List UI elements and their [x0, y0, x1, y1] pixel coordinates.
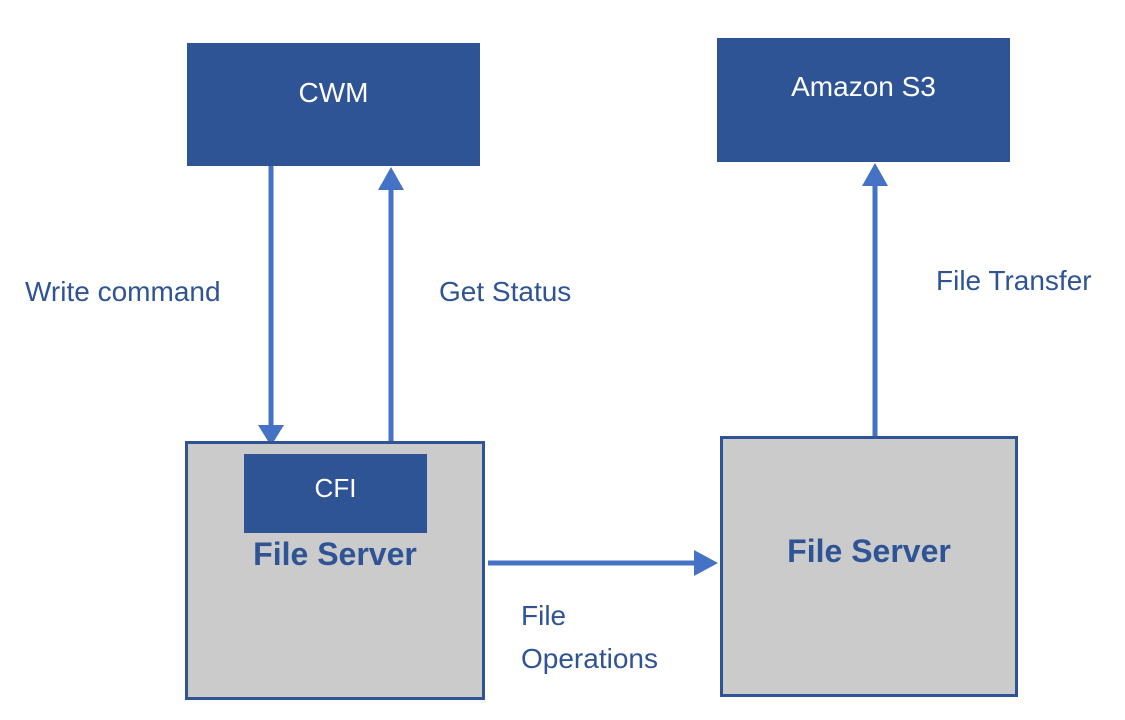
cfi-node: CFI — [244, 454, 427, 533]
write-command-edge-label: Write command — [25, 276, 221, 307]
file-server-right-node: File Server — [720, 436, 1018, 697]
amazon-s3-node: Amazon S3 — [717, 38, 1010, 162]
cwm-label: CWM — [298, 76, 369, 108]
file-operations-arrow — [488, 550, 718, 576]
cwm-node: CWM — [187, 43, 480, 166]
get-status-arrow — [378, 167, 404, 443]
file-server-right-label: File Server — [787, 533, 951, 569]
file-transfer-edge-label: File Transfer — [936, 265, 1092, 296]
file-transfer-arrow — [862, 163, 888, 438]
get-status-edge-label: Get Status — [439, 276, 572, 307]
amazon-s3-label: Amazon S3 — [791, 71, 936, 102]
cfi-label: CFI — [314, 473, 357, 503]
file-server-left-node: CFI File Server — [185, 441, 485, 700]
file-operations-edge-label: File Operations — [521, 600, 658, 675]
write-command-arrow — [258, 166, 284, 446]
file-server-left-label: File Server — [253, 536, 417, 572]
